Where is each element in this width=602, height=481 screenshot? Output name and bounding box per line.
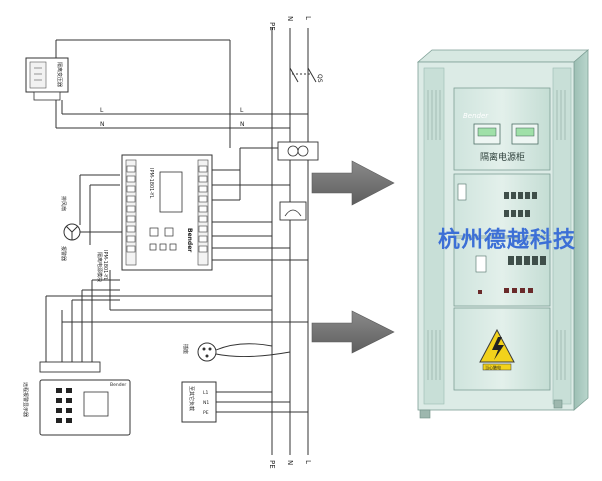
cabinet-title: 隔离电源柜 bbox=[480, 151, 525, 163]
cabinet-brand: Bender bbox=[463, 112, 489, 120]
monitor-brand: Bender bbox=[186, 228, 193, 252]
bus-bottom-label-pe: PE bbox=[268, 460, 276, 469]
vent-slots-right bbox=[556, 90, 566, 380]
monitor-model: IPM-1801-YL bbox=[148, 168, 154, 199]
remote-panel-brand: Bender bbox=[110, 382, 126, 388]
alarm-label: 报警器 bbox=[60, 246, 67, 261]
line-label-left-l: L bbox=[100, 107, 104, 114]
socket-icon bbox=[197, 342, 291, 362]
line-label-left-n: N bbox=[100, 121, 105, 128]
switch-label: QS bbox=[316, 74, 323, 83]
remote-panel-side-text: 远程报警显示器 bbox=[22, 382, 29, 417]
isolation-transformer bbox=[25, 57, 69, 101]
fan-icon bbox=[63, 223, 122, 241]
module-text-left: IPM-1801-YL bbox=[102, 250, 108, 281]
lightning-icon bbox=[492, 337, 504, 360]
bus-bottom-label-n: N bbox=[286, 460, 294, 465]
terminal-pin-2: N1 bbox=[203, 400, 209, 406]
bus-bottom-labels: PE N L bbox=[268, 460, 312, 469]
remote-panel bbox=[39, 361, 131, 436]
line-label-right-n: N bbox=[240, 121, 245, 128]
warning-label: 当心触电 bbox=[485, 364, 501, 370]
socket-label: 插座 bbox=[182, 344, 189, 354]
fan-label: 排风扇 bbox=[60, 196, 67, 211]
terminal-pin-1: L1 bbox=[203, 390, 209, 396]
bus-label-n: N bbox=[286, 16, 294, 21]
arrow-upper bbox=[311, 160, 395, 206]
bus-label-l: L bbox=[304, 16, 312, 20]
isolation-transformer-label: 隔离变压器 bbox=[56, 62, 63, 87]
current-sensor-lower bbox=[279, 201, 307, 221]
bus-top-labels: PE N L bbox=[268, 16, 312, 31]
terminal-box bbox=[181, 381, 308, 423]
bus-label-pe: PE bbox=[268, 22, 276, 31]
bus-bottom-label-l: L bbox=[304, 460, 312, 464]
line-label-right-l: L bbox=[240, 107, 244, 114]
terminal-pin-3: PE bbox=[203, 410, 209, 416]
terminal-box-label: 至其它负载 bbox=[188, 386, 195, 411]
main-switch bbox=[289, 67, 317, 83]
arrow-lower bbox=[311, 310, 395, 354]
module-text-right: 隔离电源模块 bbox=[96, 252, 103, 282]
current-sensor-upper bbox=[277, 141, 319, 161]
line-labels: L L N N bbox=[100, 107, 245, 128]
vent-slots-left bbox=[427, 90, 441, 380]
cabinet bbox=[416, 49, 590, 419]
watermark-text: 杭州德越科技 bbox=[438, 228, 577, 253]
insulation-monitor bbox=[121, 154, 213, 271]
distribution-lines bbox=[45, 39, 308, 362]
bus-lines bbox=[271, 28, 309, 455]
